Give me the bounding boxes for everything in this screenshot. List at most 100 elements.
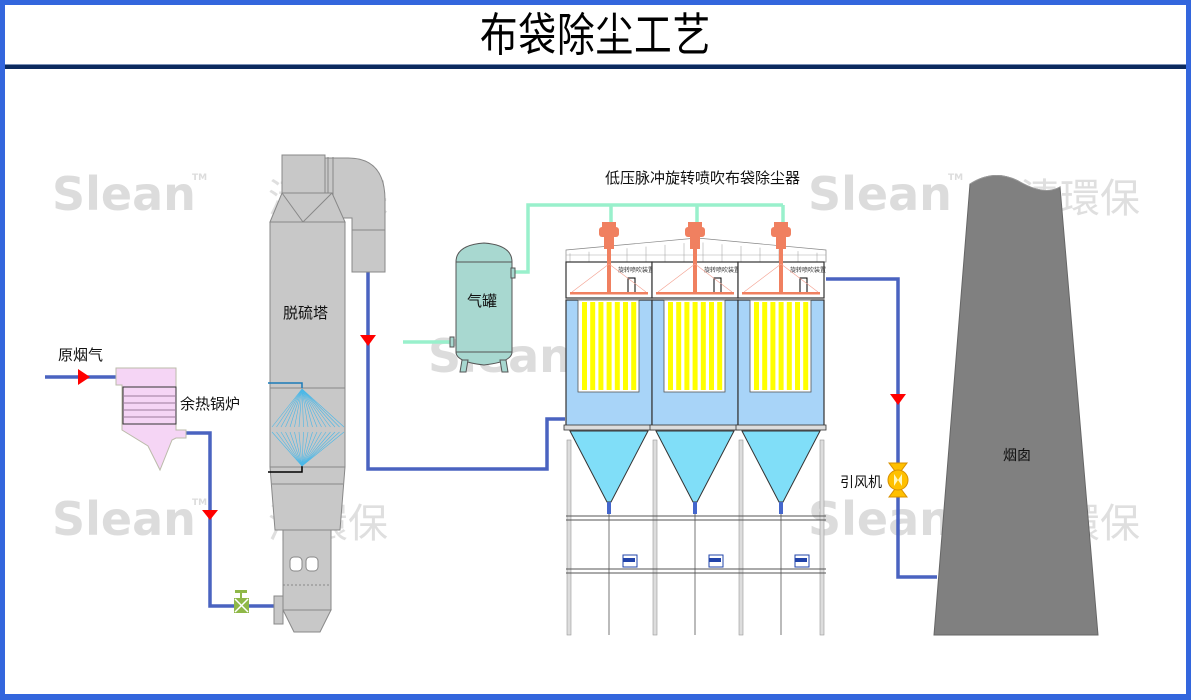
watermark-tm: TM [192, 173, 207, 183]
spray-line [301, 431, 304, 467]
rotary-blower-icon [570, 222, 648, 295]
filter-bag [778, 302, 784, 390]
filter-bag [803, 302, 809, 390]
page-title: 布袋除尘工艺 [479, 8, 712, 62]
filter-bag [717, 302, 723, 390]
filter-bag [762, 302, 768, 390]
induced-draft-fan-label: 引风机 [840, 475, 882, 491]
filter-bag [623, 302, 628, 390]
filter-bag [590, 302, 596, 390]
spray-line [280, 431, 303, 467]
spray-line [301, 431, 340, 467]
support-leg [819, 439, 825, 636]
spray-line [285, 431, 303, 467]
desulfurization-tower-label: 脱硫塔 [283, 304, 328, 322]
spray-line [285, 388, 303, 428]
filter-bag [709, 302, 714, 390]
chimney [933, 175, 1099, 636]
flow-arrows [78, 335, 906, 520]
spray-line [294, 388, 303, 428]
watermark-brand: Slean [808, 167, 952, 221]
filter-bag [754, 302, 759, 390]
spray-line [301, 388, 336, 428]
spray-line [301, 388, 309, 428]
support-leg [652, 439, 658, 636]
spray-line [301, 388, 313, 428]
waste-heat-boiler-label: 余热锅炉 [180, 395, 240, 413]
filter-unit: 旋转喷吹装置 [563, 222, 655, 636]
filter-bag [786, 302, 792, 390]
spray-line [271, 388, 303, 428]
spray-nozzles [268, 382, 345, 473]
flow-arrow-icon [78, 369, 90, 385]
spray-line [298, 388, 303, 428]
spray-line [298, 431, 303, 467]
filter-bag [795, 302, 800, 390]
spray-line [301, 431, 322, 467]
spray-line [294, 431, 303, 467]
watermark-brand: Slean [52, 492, 196, 546]
rotary-valve-icon [779, 502, 783, 514]
spray-line [301, 431, 327, 467]
tower-to-filter-pipe [366, 272, 565, 471]
rotary-blowing-device-label: 旋转喷吹装置 [704, 266, 740, 274]
watermark-brand: Slean [808, 492, 952, 546]
support-leg [738, 439, 744, 636]
spray-line [271, 431, 303, 467]
rotary-blowing-device-label: 旋转喷吹装置 [618, 266, 654, 274]
watermark-tm: TM [948, 173, 963, 183]
desulfurization-tower [269, 154, 386, 633]
rotary-valve-icon [693, 502, 697, 514]
induced-draft-fan-icon[interactable] [887, 462, 909, 498]
filter-unit: 旋转喷吹装置 [649, 222, 741, 636]
gate-valve-icon[interactable] [234, 590, 249, 613]
spray-line [301, 431, 336, 467]
rotary-valve-icon [607, 502, 611, 514]
bag-filter: 旋转喷吹装置旋转喷吹装置旋转喷吹装置 [563, 222, 827, 636]
filter-bag [770, 302, 776, 390]
filter-bag [692, 302, 698, 390]
air-tank-label: 气罐 [467, 292, 497, 310]
filter-bag [606, 302, 612, 390]
spray-line [276, 388, 303, 428]
spray-line [301, 431, 313, 467]
flow-arrow-icon [890, 394, 906, 405]
spray-line [301, 388, 327, 428]
watermark-brand: Slean [52, 167, 196, 221]
filter-bag [684, 302, 690, 390]
spray-line [301, 388, 331, 428]
watermark-tm: TM [192, 498, 207, 508]
waste-heat-boiler [115, 367, 187, 472]
filter-bag [668, 302, 673, 390]
spray-line [301, 388, 340, 428]
raw-flue-gas-label: 原烟气 [58, 346, 103, 364]
spray-line [301, 388, 345, 428]
air-pipes [403, 203, 785, 344]
tank-to-header-pipe [513, 203, 783, 274]
spray-line [301, 431, 345, 467]
boiler-to-tower-pipe [186, 431, 278, 608]
screw-conveyor-icon [622, 554, 638, 568]
filter-bag [700, 302, 706, 390]
bag-filter-label: 低压脉冲旋转喷吹布袋除尘器 [605, 169, 800, 187]
spray-line [289, 431, 303, 467]
spray-line [289, 388, 303, 428]
spray-line [301, 431, 309, 467]
filter-bag [614, 302, 620, 390]
filter-unit: 旋转喷吹装置 [735, 222, 827, 636]
support-leg [694, 514, 696, 635]
title-divider [5, 64, 1186, 69]
flow-arrow-icon [360, 335, 376, 346]
spray-line [276, 431, 303, 467]
flow-arrow-icon [202, 510, 218, 520]
support-leg [608, 514, 610, 635]
spray-line [301, 431, 331, 467]
filter-bag [631, 302, 637, 390]
spray-line [301, 431, 318, 467]
spray-line [301, 388, 318, 428]
spray-line [280, 388, 303, 428]
rotary-blower-icon [742, 222, 820, 295]
header-drop-pipes [609, 205, 785, 222]
